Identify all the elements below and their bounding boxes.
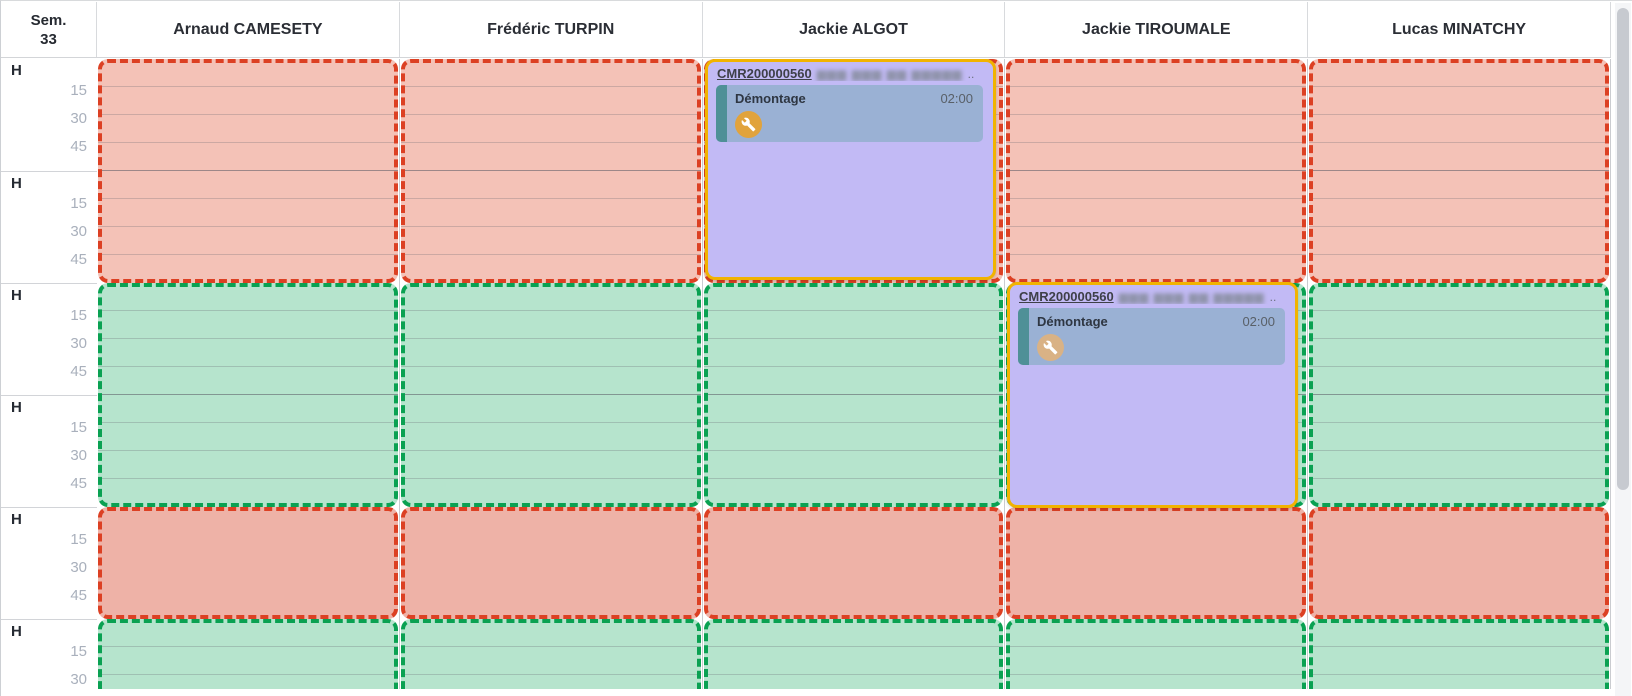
task-duration: 02:00 [940,91,973,106]
appointment-card[interactable]: CMR200000560 ▆▆▆ ▆▆▆ ▆▆ ▆▆▆▆▆ .. Démonta… [1007,282,1298,508]
minute-label-15: 15 [70,307,87,324]
unavailable-zone[interactable] [1309,507,1609,619]
unavailable-zone[interactable] [1006,507,1307,619]
task-name: Démontage [735,91,806,106]
truncation-ellipsis: .. [1269,290,1277,304]
minute-label-30: 30 [70,559,87,576]
minute-label-30: 30 [70,447,87,464]
redacted-text: ▆▆▆ ▆▆▆ ▆▆ ▆▆▆▆▆ [816,67,963,81]
resource-column-arnaud-camesety [97,59,400,689]
vertical-scrollbar[interactable] [1615,3,1631,696]
hour-block-6: H 15 30 45 [1,619,97,689]
work-order-link[interactable]: CMR200000560 [717,66,812,81]
minute-label-45: 45 [70,587,87,604]
hour-block-4: H 15 30 45 [1,395,97,507]
unavailable-zone[interactable] [1006,59,1307,283]
available-zone[interactable] [1006,619,1307,689]
task-block[interactable]: Démontage 02:00 [1018,308,1285,365]
scrollbar-thumb[interactable] [1617,8,1629,490]
task-content: Démontage 02:00 [1029,308,1285,365]
minute-label-15: 15 [70,195,87,212]
unavailable-zone[interactable] [1309,59,1609,283]
resource-column-lucas-minatchy [1308,59,1611,689]
minute-label-45: 45 [70,251,87,268]
task-color-bar [1018,308,1029,365]
minute-label-30: 30 [70,335,87,352]
unavailable-zone[interactable] [400,59,701,283]
available-zone[interactable] [1309,619,1609,689]
resource-header-arnaud-camesety[interactable]: Arnaud CAMESETY [97,2,400,57]
appointment-card-header: CMR200000560 ▆▆▆ ▆▆▆ ▆▆ ▆▆▆▆▆ .. [708,62,993,81]
hour-label: H [11,62,22,79]
minute-label-45: 45 [70,138,87,155]
resource-header-jackie-algot[interactable]: Jackie ALGOT [703,2,1006,57]
hour-label: H [11,287,22,304]
minute-label-45: 45 [70,363,87,380]
resource-header-jackie-tiroumale[interactable]: Jackie TIROUMALE [1005,2,1309,57]
hour-label: H [11,511,22,528]
hour-block-1: H 15 30 45 [1,59,97,171]
task-duration: 02:00 [1242,314,1275,329]
week-label-line1: Sem. [30,12,67,29]
minute-label-15: 15 [70,82,87,99]
unavailable-zone[interactable] [400,507,701,619]
hour-block-2: H 15 30 45 [1,171,97,283]
available-zone[interactable] [703,283,1004,507]
scheduler-header: Sem. 33 Arnaud CAMESETY Frédéric TURPIN … [1,2,1611,58]
available-zone[interactable] [400,619,701,689]
hour-label: H [11,175,22,192]
minute-label-30: 30 [70,110,87,127]
minute-label-15: 15 [70,643,87,660]
wrench-icon [1037,334,1064,361]
appointment-card-header: CMR200000560 ▆▆▆ ▆▆▆ ▆▆ ▆▆▆▆▆ .. [1010,285,1295,304]
wrench-icon [735,111,762,138]
week-label-line2: 33 [40,31,57,48]
task-name: Démontage [1037,314,1108,329]
task-color-bar [716,85,727,142]
redacted-text: ▆▆▆ ▆▆▆ ▆▆ ▆▆▆▆▆ [1118,290,1265,304]
unavailable-zone[interactable] [98,59,398,283]
scheduler-body: H 15 30 45 H 15 30 45 H 15 30 45 H 15 30 [1,59,1611,689]
available-zone[interactable] [1309,283,1609,507]
available-zone[interactable] [98,619,398,689]
minute-label-15: 15 [70,419,87,436]
minute-label-45: 45 [70,475,87,492]
work-order-link[interactable]: CMR200000560 [1019,289,1114,304]
minute-label-30: 30 [70,671,87,688]
minute-label-15: 15 [70,531,87,548]
available-zone[interactable] [98,283,398,507]
hour-label: H [11,623,22,640]
appointment-card[interactable]: CMR200000560 ▆▆▆ ▆▆▆ ▆▆ ▆▆▆▆▆ .. Démonta… [705,59,996,280]
unavailable-zone[interactable] [703,507,1004,619]
unavailable-zone[interactable] [98,507,398,619]
available-zone[interactable] [400,283,701,507]
task-content: Démontage 02:00 [727,85,983,142]
resource-header-lucas-minatchy[interactable]: Lucas MINATCHY [1308,2,1611,57]
minute-label-30: 30 [70,223,87,240]
week-header: Sem. 33 [1,2,97,57]
time-column: H 15 30 45 H 15 30 45 H 15 30 45 H 15 30 [1,59,97,689]
hour-block-5: H 15 30 45 [1,507,97,619]
schedule-grid: CMR200000560 ▆▆▆ ▆▆▆ ▆▆ ▆▆▆▆▆ .. Démonta… [97,59,1611,689]
available-zone[interactable] [703,619,1004,689]
hour-label: H [11,399,22,416]
task-block[interactable]: Démontage 02:00 [716,85,983,142]
resource-header-frederic-turpin[interactable]: Frédéric TURPIN [400,2,703,57]
hour-block-3: H 15 30 45 [1,283,97,395]
resource-column-frederic-turpin [400,59,703,689]
truncation-ellipsis: .. [967,67,975,81]
